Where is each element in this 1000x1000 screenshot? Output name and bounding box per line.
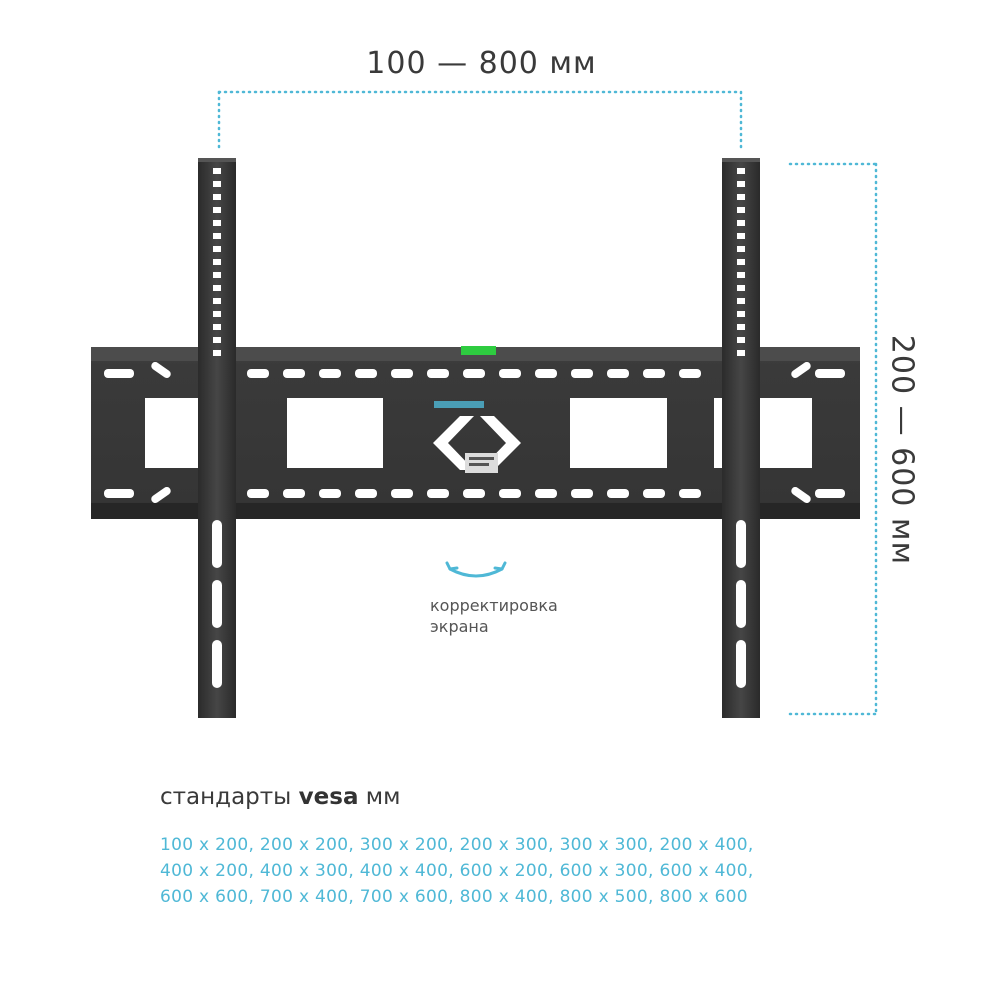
- vesa-size: 600 x 300,: [559, 861, 654, 881]
- vesa-size: 600 x 400,: [659, 861, 754, 881]
- height-dimension-guide: [788, 162, 878, 716]
- tilt-adjustment-label: корректировка экрана: [430, 595, 630, 637]
- vesa-size: 400 x 300,: [259, 861, 355, 881]
- vesa-size: 600 x 600,: [160, 887, 255, 907]
- vesa-heading-suffix: мм: [365, 784, 401, 810]
- width-dimension-guide: [217, 90, 743, 154]
- vesa-size: 700 x 600,: [359, 887, 454, 907]
- vesa-size: 800 x 500,: [559, 887, 654, 907]
- vesa-size: 800 x 400,: [459, 887, 554, 907]
- tilt-adjustment-line2: экрана: [430, 617, 489, 636]
- tilt-adjustment-line1: корректировка: [430, 596, 558, 615]
- vesa-size: 200 x 200,: [259, 835, 355, 855]
- vesa-size: 200 x 400,: [659, 835, 754, 855]
- vesa-size: 700 x 400,: [259, 887, 355, 907]
- vesa-size: 300 x 200,: [359, 835, 454, 855]
- vesa-size: 200 x 300,: [459, 835, 554, 855]
- tilt-arrows-icon: [445, 561, 507, 578]
- vesa-size: 100 x 200,: [160, 835, 255, 855]
- width-range-label: 100 — 800 мм: [366, 46, 597, 81]
- vesa-size: 400 x 400,: [359, 861, 454, 881]
- vesa-row: 100 x 200, 200 x 200, 300 x 200, 200 x 3…: [160, 832, 860, 858]
- vesa-heading-prefix: стандарты: [160, 784, 292, 810]
- vesa-row: 600 x 600, 700 x 400, 700 x 600, 800 x 4…: [160, 884, 860, 910]
- vesa-heading-bold: vesa: [298, 784, 359, 810]
- vesa-size: 400 x 200,: [160, 861, 255, 881]
- vesa-heading: стандарты vesa мм: [160, 784, 400, 810]
- left-mounting-arm: [198, 158, 236, 718]
- vesa-size: 800 x 600: [659, 887, 748, 907]
- vesa-size: 300 x 300,: [559, 835, 654, 855]
- vesa-size: 600 x 200,: [459, 861, 554, 881]
- vesa-sizes-list: 100 x 200, 200 x 200, 300 x 200, 200 x 3…: [160, 832, 860, 910]
- brand-arrows-icon: [433, 416, 521, 470]
- right-mounting-arm: [722, 158, 760, 718]
- vesa-row: 400 x 200, 400 x 300, 400 x 400, 600 x 2…: [160, 858, 860, 884]
